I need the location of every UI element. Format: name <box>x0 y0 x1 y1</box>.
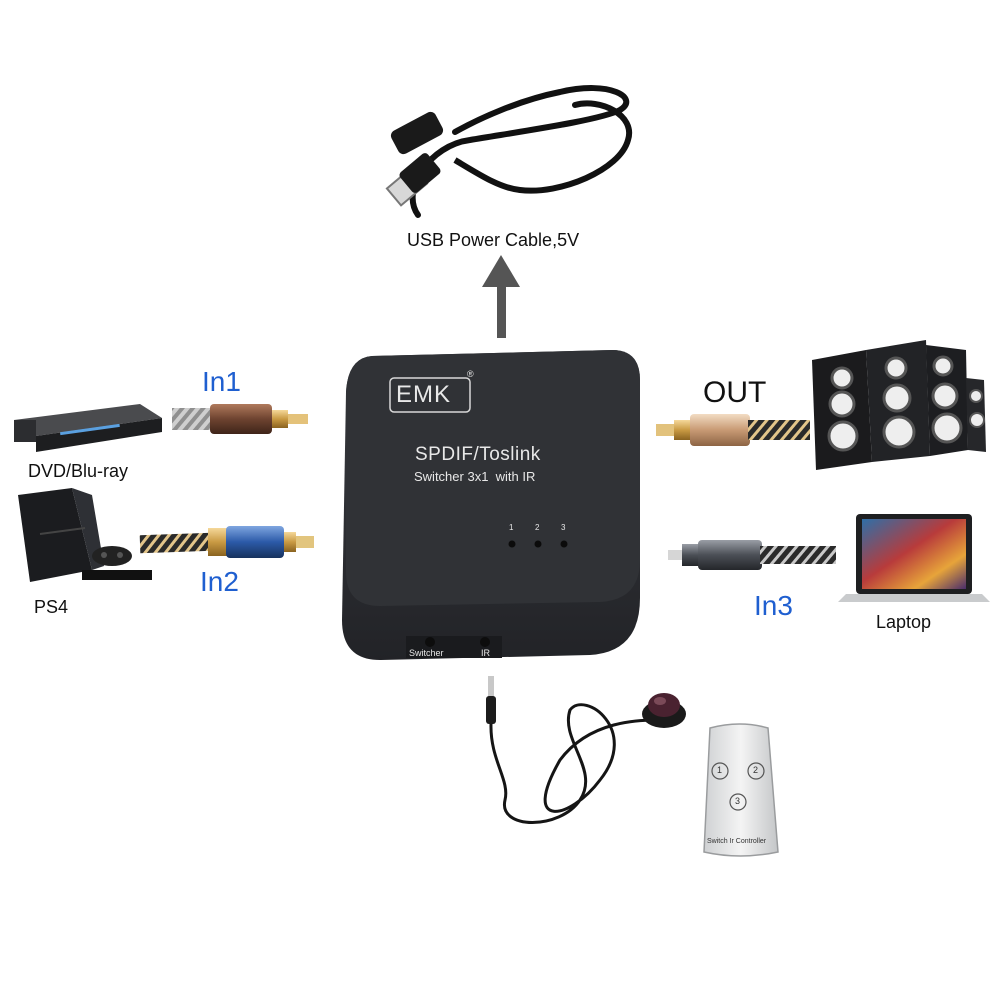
led-label-1: 1 <box>509 523 514 532</box>
remote-control-icon <box>703 723 779 857</box>
remote-caption: Switch Ir Controller <box>707 838 767 845</box>
remote-button-2: 2 <box>753 765 759 775</box>
arrow-up-icon <box>482 255 520 338</box>
laptop-icon <box>838 514 990 602</box>
device-brand-logo: EMK <box>396 381 452 408</box>
port-ir-label: IR <box>481 648 490 658</box>
laptop-label: Laptop <box>876 612 932 632</box>
bluray-player-icon <box>14 404 162 452</box>
game-console-icon <box>18 488 152 582</box>
in2-label: In2 <box>200 566 239 597</box>
in2-cable-icon <box>139 526 314 558</box>
in3-label: In3 <box>754 590 793 621</box>
remote-button-1: 1 <box>717 765 723 775</box>
led-label-3: 3 <box>561 523 566 532</box>
usb-cable-icon <box>385 85 633 218</box>
in1-cable-icon <box>172 404 308 434</box>
power-cable-label: USB Power Cable,5V <box>407 230 580 250</box>
switcher-device <box>342 350 640 660</box>
in1-label: In1 <box>202 366 241 397</box>
device-subtitle: Switcher 3x1 with IR <box>414 469 536 484</box>
ir-receiver-icon <box>486 676 686 824</box>
in3-cable-icon <box>668 540 836 570</box>
port-switcher-label: Switcher <box>409 648 444 658</box>
remote-button-3: 3 <box>735 796 741 806</box>
dvd-label: DVD/Blu-ray <box>28 461 129 481</box>
device-title: SPDIF/Toslink <box>415 444 541 465</box>
out-label: OUT <box>703 376 767 409</box>
led-label-2: 2 <box>535 523 540 532</box>
ps4-label: PS4 <box>34 597 69 617</box>
device-registered-mark: ® <box>467 369 474 379</box>
out-cable-icon <box>656 414 810 446</box>
speakers-icon <box>812 340 986 470</box>
